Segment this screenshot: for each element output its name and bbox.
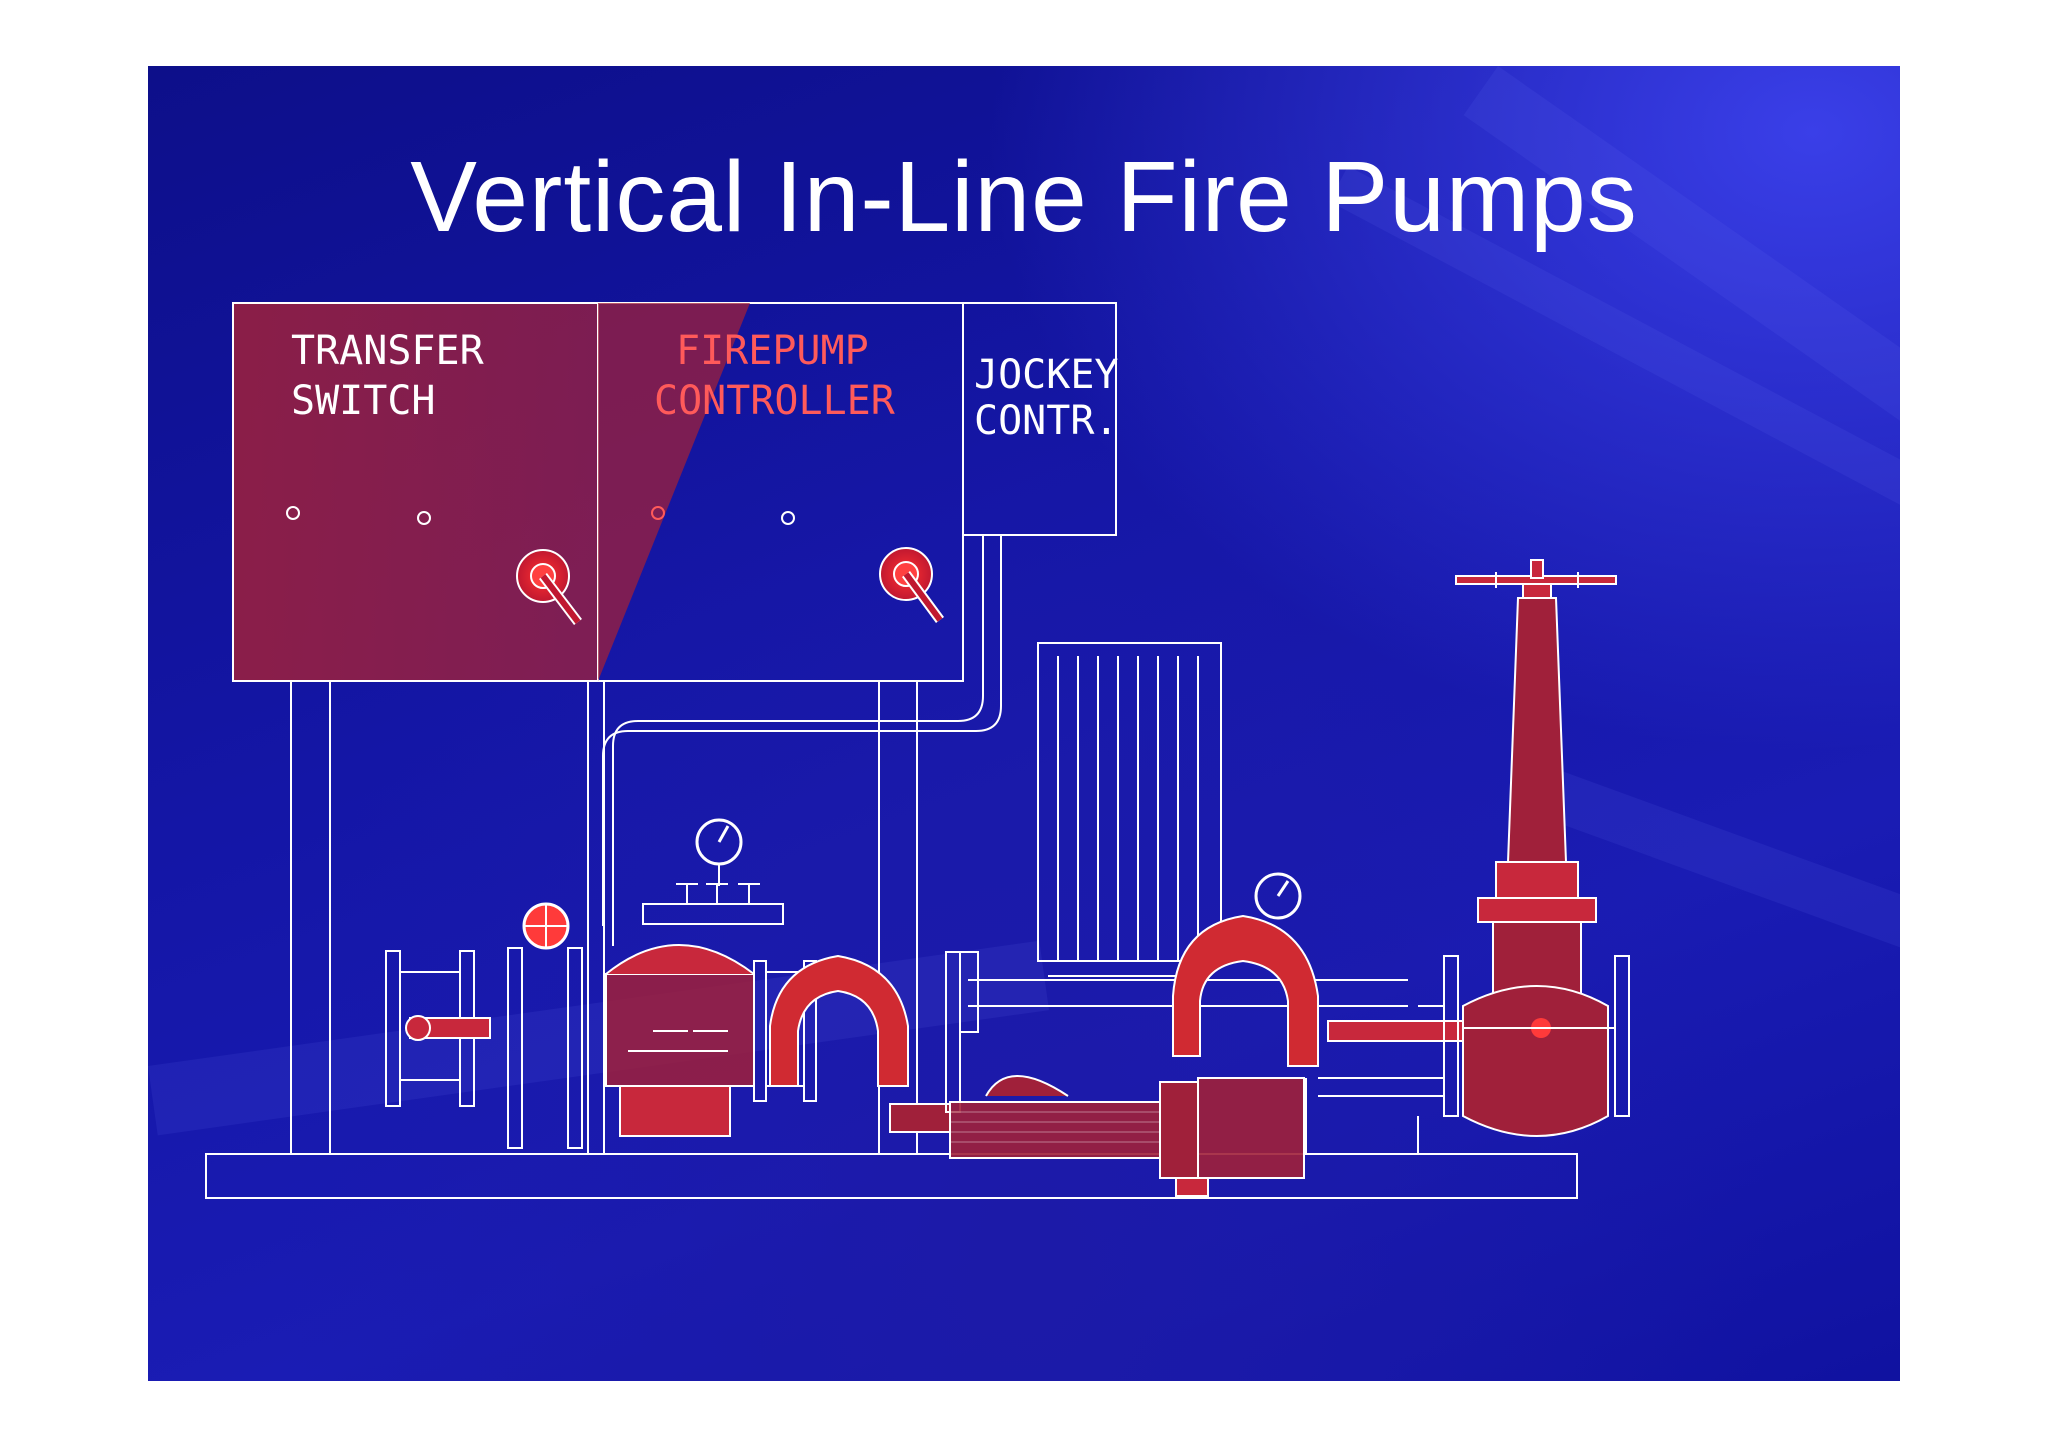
- check-valve-body: [605, 944, 817, 1137]
- fire-pump-diagram: TRANSFER SWITCH FIREPUMP CONTROLLER: [205, 302, 1630, 1199]
- gate-valve-icon: [1443, 559, 1630, 1137]
- jockey-controller-label-line1: JOCKEY: [974, 352, 1119, 398]
- discharge-pipe: [1305, 1005, 1444, 1154]
- disconnect-handle-icon: [516, 549, 582, 626]
- base-skid: [205, 1153, 1578, 1199]
- jockey-controller-cabinet: JOCKEY CONTR.: [962, 302, 1119, 536]
- slide: Vertical In-Line Fire Pumps TRANSFER SWI…: [148, 66, 1900, 1381]
- firepump-controller-label-line1: FIREPUMP: [676, 328, 869, 374]
- slide-title: Vertical In-Line Fire Pumps: [410, 141, 1638, 253]
- firepump-controller-cabinet: FIREPUMP CONTROLLER: [597, 302, 964, 682]
- suction-flange: [385, 950, 491, 1107]
- indicator-light-icon: [417, 511, 431, 525]
- manifold-gauge-icon: [642, 818, 784, 925]
- indicator-light-icon: [781, 511, 795, 525]
- transfer-switch-label-line1: TRANSFER: [291, 328, 485, 374]
- pump-volute-right: [1172, 872, 1464, 1067]
- gauge-icon: [1254, 872, 1302, 920]
- indicator-light-icon: [651, 506, 665, 520]
- pressure-gauge-icon: [507, 902, 583, 1149]
- horizontal-pump-section: [949, 1077, 1305, 1197]
- transfer-switch-cabinet: TRANSFER SWITCH: [232, 302, 599, 682]
- indicator-light-icon: [286, 506, 300, 520]
- transfer-switch-label-line2: SWITCH: [291, 378, 436, 424]
- jockey-controller-label-line2: CONTR.: [974, 398, 1119, 444]
- disconnect-handle-icon: [879, 547, 945, 623]
- firepump-controller-label-line2: CONTROLLER: [654, 378, 896, 424]
- motor: [1037, 642, 1222, 977]
- cabinet-supports: [290, 535, 1002, 1154]
- pump-volute-left: [769, 954, 951, 1133]
